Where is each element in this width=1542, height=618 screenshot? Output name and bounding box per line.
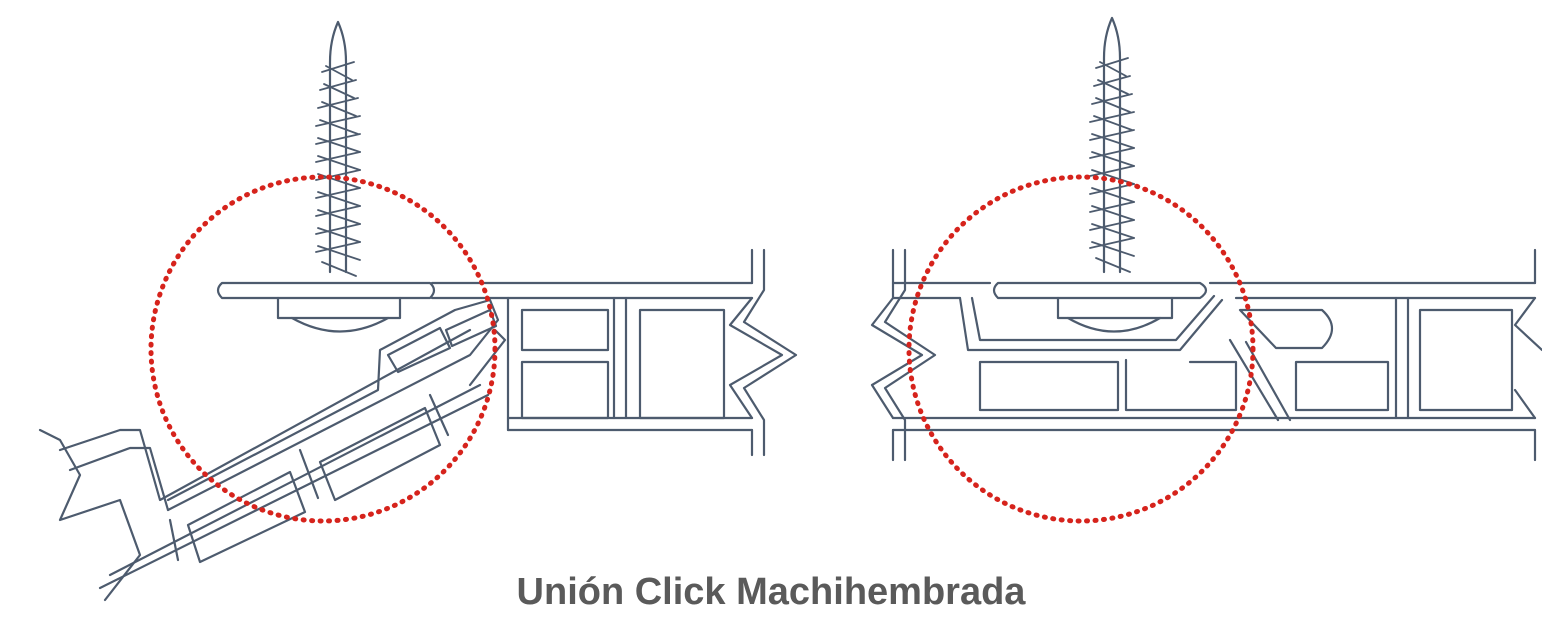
highlight-circle (148, 174, 498, 524)
diagram-caption: Unión Click Machihembrada (516, 571, 1026, 613)
screw-icon (216, 20, 436, 333)
left-joint-figure (38, 20, 798, 602)
screw-icon (992, 16, 1208, 333)
highlight-circle (906, 174, 1256, 524)
right-joint-figure (870, 16, 1542, 524)
panel-icon (38, 298, 507, 602)
panel-icon (430, 248, 798, 457)
panel-icon (870, 248, 1542, 462)
